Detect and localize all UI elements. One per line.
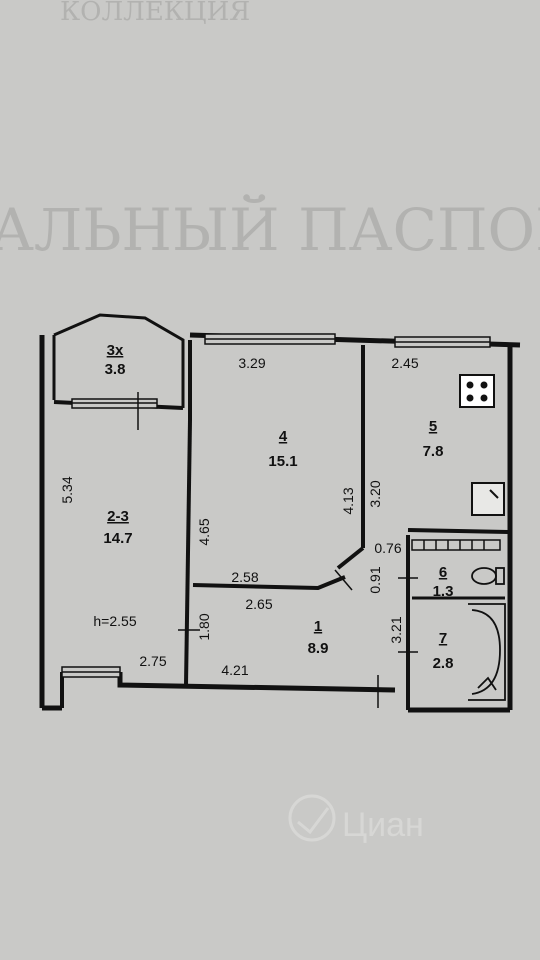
dim-living-bottom: 2.58 bbox=[231, 569, 258, 585]
room-area: 2.8 bbox=[433, 655, 454, 672]
dim-hall-top: 2.65 bbox=[245, 596, 272, 612]
room-number: 2-3 bbox=[107, 508, 129, 525]
dim-living-left-length: 4.65 bbox=[196, 518, 212, 545]
dim-kitchen-length: 3.20 bbox=[367, 480, 383, 507]
dim-hall-bottom: 4.21 bbox=[221, 662, 248, 678]
room-living: 4 15.1 bbox=[268, 428, 297, 470]
room-area: 15.1 bbox=[268, 453, 297, 470]
sink-icon bbox=[471, 482, 505, 516]
room-number: 7 bbox=[439, 630, 447, 647]
room-number: 4 bbox=[279, 428, 288, 445]
dim-room-length: 5.34 bbox=[59, 476, 75, 503]
radiator-icon bbox=[411, 539, 501, 551]
dim-room-bottom: 2.75 bbox=[139, 653, 166, 669]
dimension-labels: 3.29 2.45 5.34 4.65 4.13 3.20 0.76 0.91 … bbox=[59, 355, 419, 678]
room-area: 3.8 bbox=[105, 361, 126, 378]
toilet-icon bbox=[471, 567, 505, 585]
door-marks bbox=[137, 392, 418, 708]
room-area: 8.9 bbox=[308, 640, 329, 657]
room-wc: 6 1.3 bbox=[433, 564, 454, 600]
watermark-logo-icon bbox=[288, 794, 336, 842]
dim-living-width: 3.29 bbox=[238, 355, 265, 371]
dim-wc-width: 0.76 bbox=[374, 540, 401, 556]
room-balcony: 3х 3.8 bbox=[105, 342, 126, 378]
bathtub-icon bbox=[468, 603, 506, 701]
dim-hall-side: 1.80 bbox=[196, 613, 212, 640]
room-number: 6 bbox=[439, 564, 447, 581]
walls bbox=[39, 313, 521, 713]
watermark: Циан bbox=[288, 794, 424, 844]
room-bath: 7 2.8 bbox=[433, 630, 454, 672]
dim-kitchen-width: 2.45 bbox=[391, 355, 418, 371]
dim-living-right-length: 4.13 bbox=[340, 487, 356, 514]
room-area: 7.8 bbox=[423, 443, 444, 460]
ceiling-height-label: h=2.55 bbox=[93, 613, 136, 629]
background-top-text: КОЛЛЕКЦИЯ bbox=[60, 0, 250, 27]
room-number: 5 bbox=[429, 418, 437, 435]
room-bedroom: 2-3 14.7 bbox=[103, 508, 132, 547]
stove-icon bbox=[459, 374, 495, 408]
room-kitchen: 5 7.8 bbox=[423, 418, 444, 460]
dim-wc-length: 0.91 bbox=[367, 566, 383, 593]
room-area: 1.3 bbox=[433, 583, 454, 600]
windows bbox=[61, 333, 491, 678]
room-number: 1 bbox=[314, 618, 322, 635]
background-heading-text: АЛЬНЫЙ ПАСПОР bbox=[0, 194, 540, 264]
room-labels: 3х 3.8 4 15.1 5 7.8 2-3 14.7 1 8.9 6 1.3… bbox=[93, 342, 453, 672]
room-hall: 1 8.9 bbox=[308, 618, 329, 657]
room-area: 14.7 bbox=[103, 530, 132, 547]
watermark-brand-text: Циан bbox=[342, 806, 424, 844]
dim-bath-length: 3.21 bbox=[388, 616, 404, 643]
room-number: 3х bbox=[107, 342, 124, 359]
